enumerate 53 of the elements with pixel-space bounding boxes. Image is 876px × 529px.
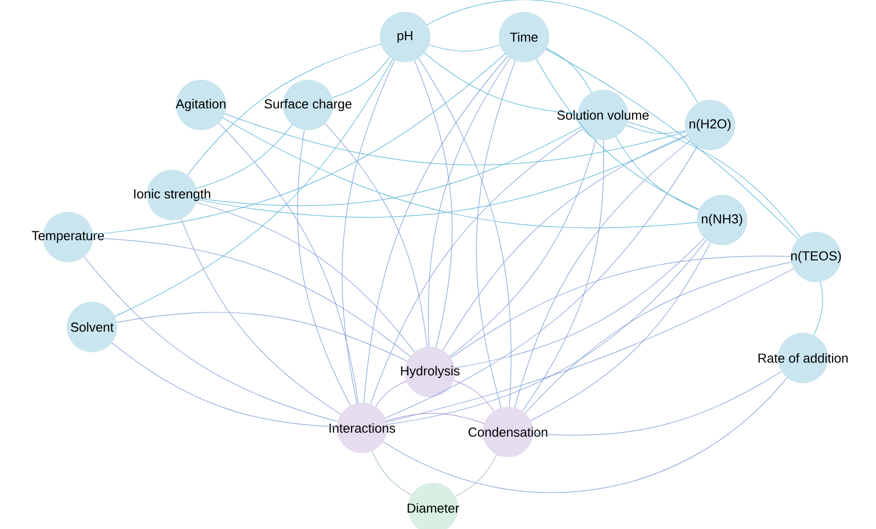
edge-line	[222, 117, 698, 228]
edge-line	[116, 312, 408, 362]
edge-line	[813, 281, 823, 336]
edge-line	[532, 371, 782, 436]
edge-line	[428, 44, 500, 52]
edge-line	[84, 256, 338, 422]
edge-line	[224, 113, 686, 166]
edge-line	[111, 342, 338, 428]
edge-line	[196, 126, 582, 206]
edge-line	[626, 122, 801, 238]
edge-line	[546, 48, 799, 240]
edge-line	[382, 377, 788, 493]
edge-line	[418, 58, 512, 408]
edge-line	[364, 56, 508, 404]
edge-line	[426, 0, 698, 104]
edge-line	[386, 268, 794, 422]
edge-line	[218, 122, 359, 404]
edge-line	[455, 454, 498, 497]
edge-line	[514, 140, 691, 408]
edge-line	[370, 128, 583, 405]
edge-line	[530, 242, 711, 421]
edge-line	[332, 56, 390, 98]
edge-line	[414, 60, 453, 348]
edge-line	[450, 256, 792, 358]
edge-line	[524, 262, 792, 414]
edge-line	[522, 140, 604, 412]
edge-line	[626, 124, 686, 134]
edge-line	[187, 44, 382, 176]
edge-line	[454, 238, 705, 368]
edge-line	[375, 380, 407, 408]
edge-line	[92, 238, 411, 357]
edge-line	[384, 146, 698, 418]
edge-line	[546, 48, 592, 93]
edge-line	[386, 413, 485, 424]
edge-line	[536, 58, 700, 210]
edge-line	[372, 450, 412, 496]
edge-line	[442, 134, 688, 351]
edge-line	[342, 60, 395, 404]
edge-line	[196, 135, 688, 218]
edge-line	[476, 60, 516, 408]
edge-line	[616, 136, 700, 210]
edge-line	[92, 53, 506, 235]
edge-line	[453, 380, 494, 412]
edge-line	[386, 240, 707, 425]
edge-line	[196, 202, 415, 352]
edge-line	[297, 130, 351, 406]
edge-line	[428, 58, 510, 348]
edge-line	[450, 138, 596, 357]
edge-line	[324, 123, 428, 348]
edge-line	[196, 124, 293, 189]
edge-line	[180, 218, 342, 415]
edge-line	[424, 52, 578, 114]
edge-line	[114, 58, 394, 317]
